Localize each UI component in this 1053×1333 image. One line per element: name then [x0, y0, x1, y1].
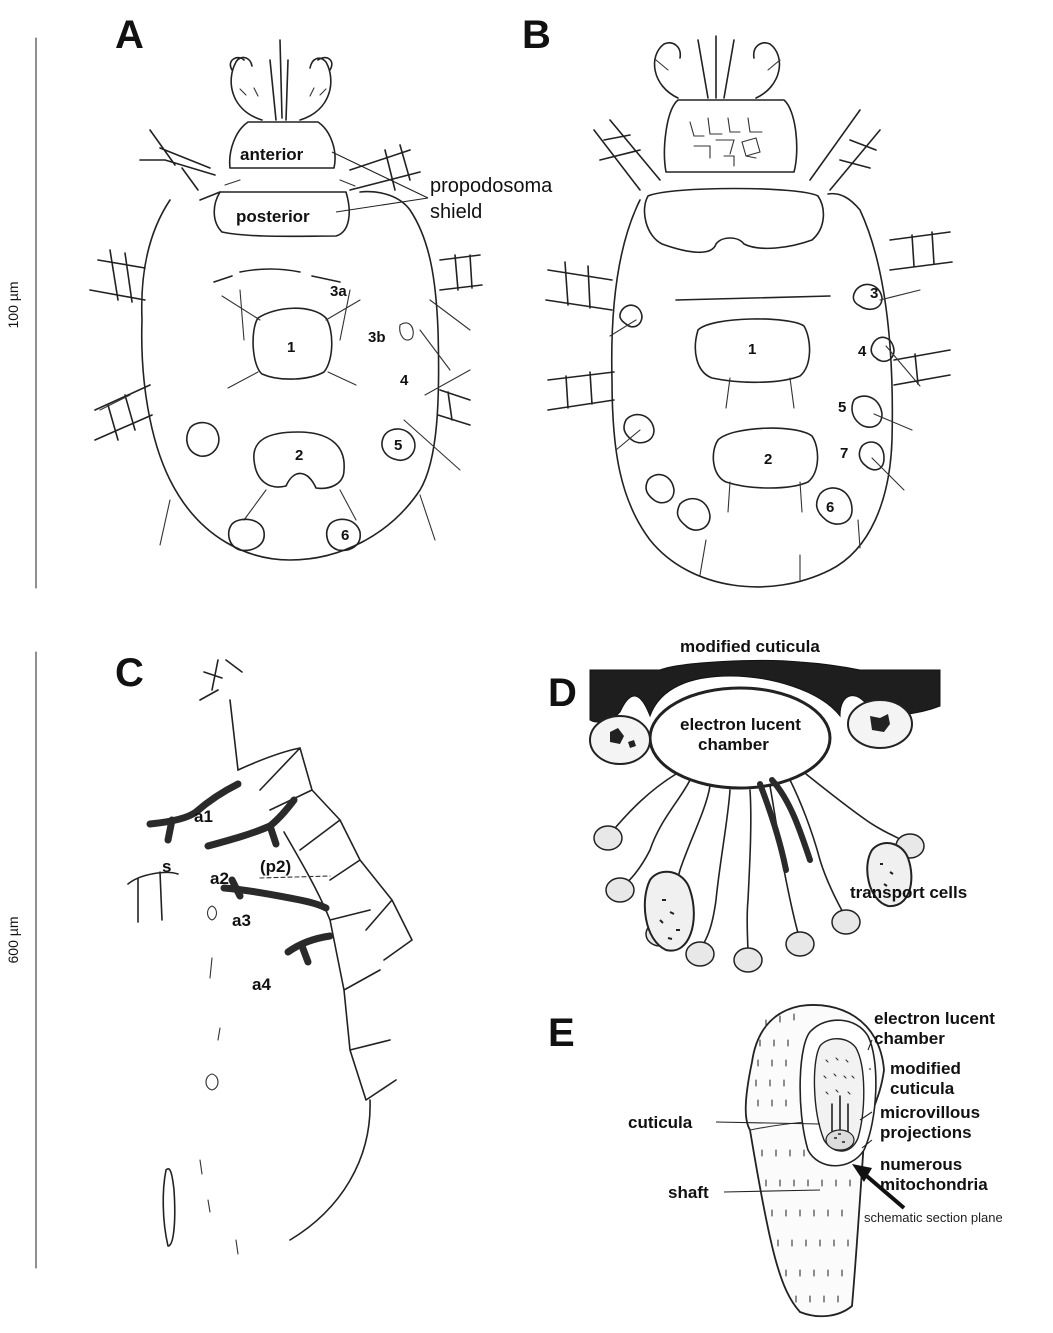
panel-d-letter: D [548, 671, 577, 715]
seta-drawing-e [716, 1005, 904, 1316]
plate-label: 2 [295, 447, 303, 464]
e-modified-label-line1: modified [890, 1059, 961, 1078]
panel-c: C 600 µm s [5, 651, 412, 1268]
label-a1: a1 [194, 807, 213, 826]
plate-label: 2 [764, 451, 772, 468]
e-section-plane-label: schematic section plane [864, 1210, 1003, 1225]
label-p2: (p2) [260, 857, 291, 876]
e-modified-label-line2: cuticula [890, 1079, 955, 1098]
mite-body-a: 3a 3b 1 4 2 5 6 [90, 40, 482, 560]
e-chamber-label-line1: electron lucent [874, 1009, 995, 1028]
anterior-label: anterior [240, 145, 304, 164]
label-s: s [162, 857, 171, 876]
panel-c-scale-label: 600 µm [5, 917, 21, 964]
micrograph-drawing-d [590, 660, 940, 972]
panel-a-letter: A [115, 13, 144, 57]
panel-a: A 100 µm [5, 13, 553, 588]
tracheal-system [128, 660, 412, 1254]
modified-cuticula-label: modified cuticula [680, 637, 820, 656]
panel-c-letter: C [115, 651, 144, 695]
plate-label: 1 [748, 341, 756, 358]
panel-d: D modified cuticula [548, 637, 967, 972]
plate-label: 6 [341, 527, 349, 544]
e-microvillous-label-line1: microvillous [880, 1103, 980, 1122]
plate-label: 4 [400, 372, 409, 389]
panel-e: E electron lucent chamber modified cutic… [548, 1005, 1003, 1316]
posterior-label: posterior [236, 207, 310, 226]
plate-label: 3a [330, 283, 347, 300]
panel-a-scale-label: 100 µm [5, 282, 21, 329]
chamber-label-line2: chamber [698, 735, 769, 754]
panel-e-letter: E [548, 1011, 575, 1055]
mite-body-b: 3 1 4 5 2 7 6 [546, 36, 952, 587]
e-cuticula-label: cuticula [628, 1113, 693, 1132]
label-a4: a4 [252, 975, 271, 994]
chamber-label-line1: electron lucent [680, 715, 801, 734]
panel-b-letter: B [522, 13, 551, 57]
panel-b: B [522, 13, 952, 587]
plate-label: 6 [826, 499, 834, 516]
plate-label: 1 [287, 339, 295, 356]
e-shaft-label: shaft [668, 1183, 709, 1202]
plate-label: 7 [840, 445, 848, 462]
plate-label: 3 [870, 285, 878, 302]
e-chamber-label-line2: chamber [874, 1029, 945, 1048]
plate-label: 4 [858, 343, 867, 360]
label-a3: a3 [232, 911, 251, 930]
transport-cells-label: transport cells [850, 883, 967, 902]
plate-label: 5 [394, 437, 402, 454]
e-microvillous-label-line2: projections [880, 1123, 972, 1142]
e-mito-label-line2: mitochondria [880, 1175, 988, 1194]
propodosoma-label: propodosoma [430, 175, 553, 197]
plate-label: 3b [368, 329, 386, 346]
label-a2: a2 [210, 869, 229, 888]
e-mito-label-line1: numerous [880, 1155, 962, 1174]
shield-label: shield [430, 201, 482, 223]
plate-label: 5 [838, 399, 846, 416]
